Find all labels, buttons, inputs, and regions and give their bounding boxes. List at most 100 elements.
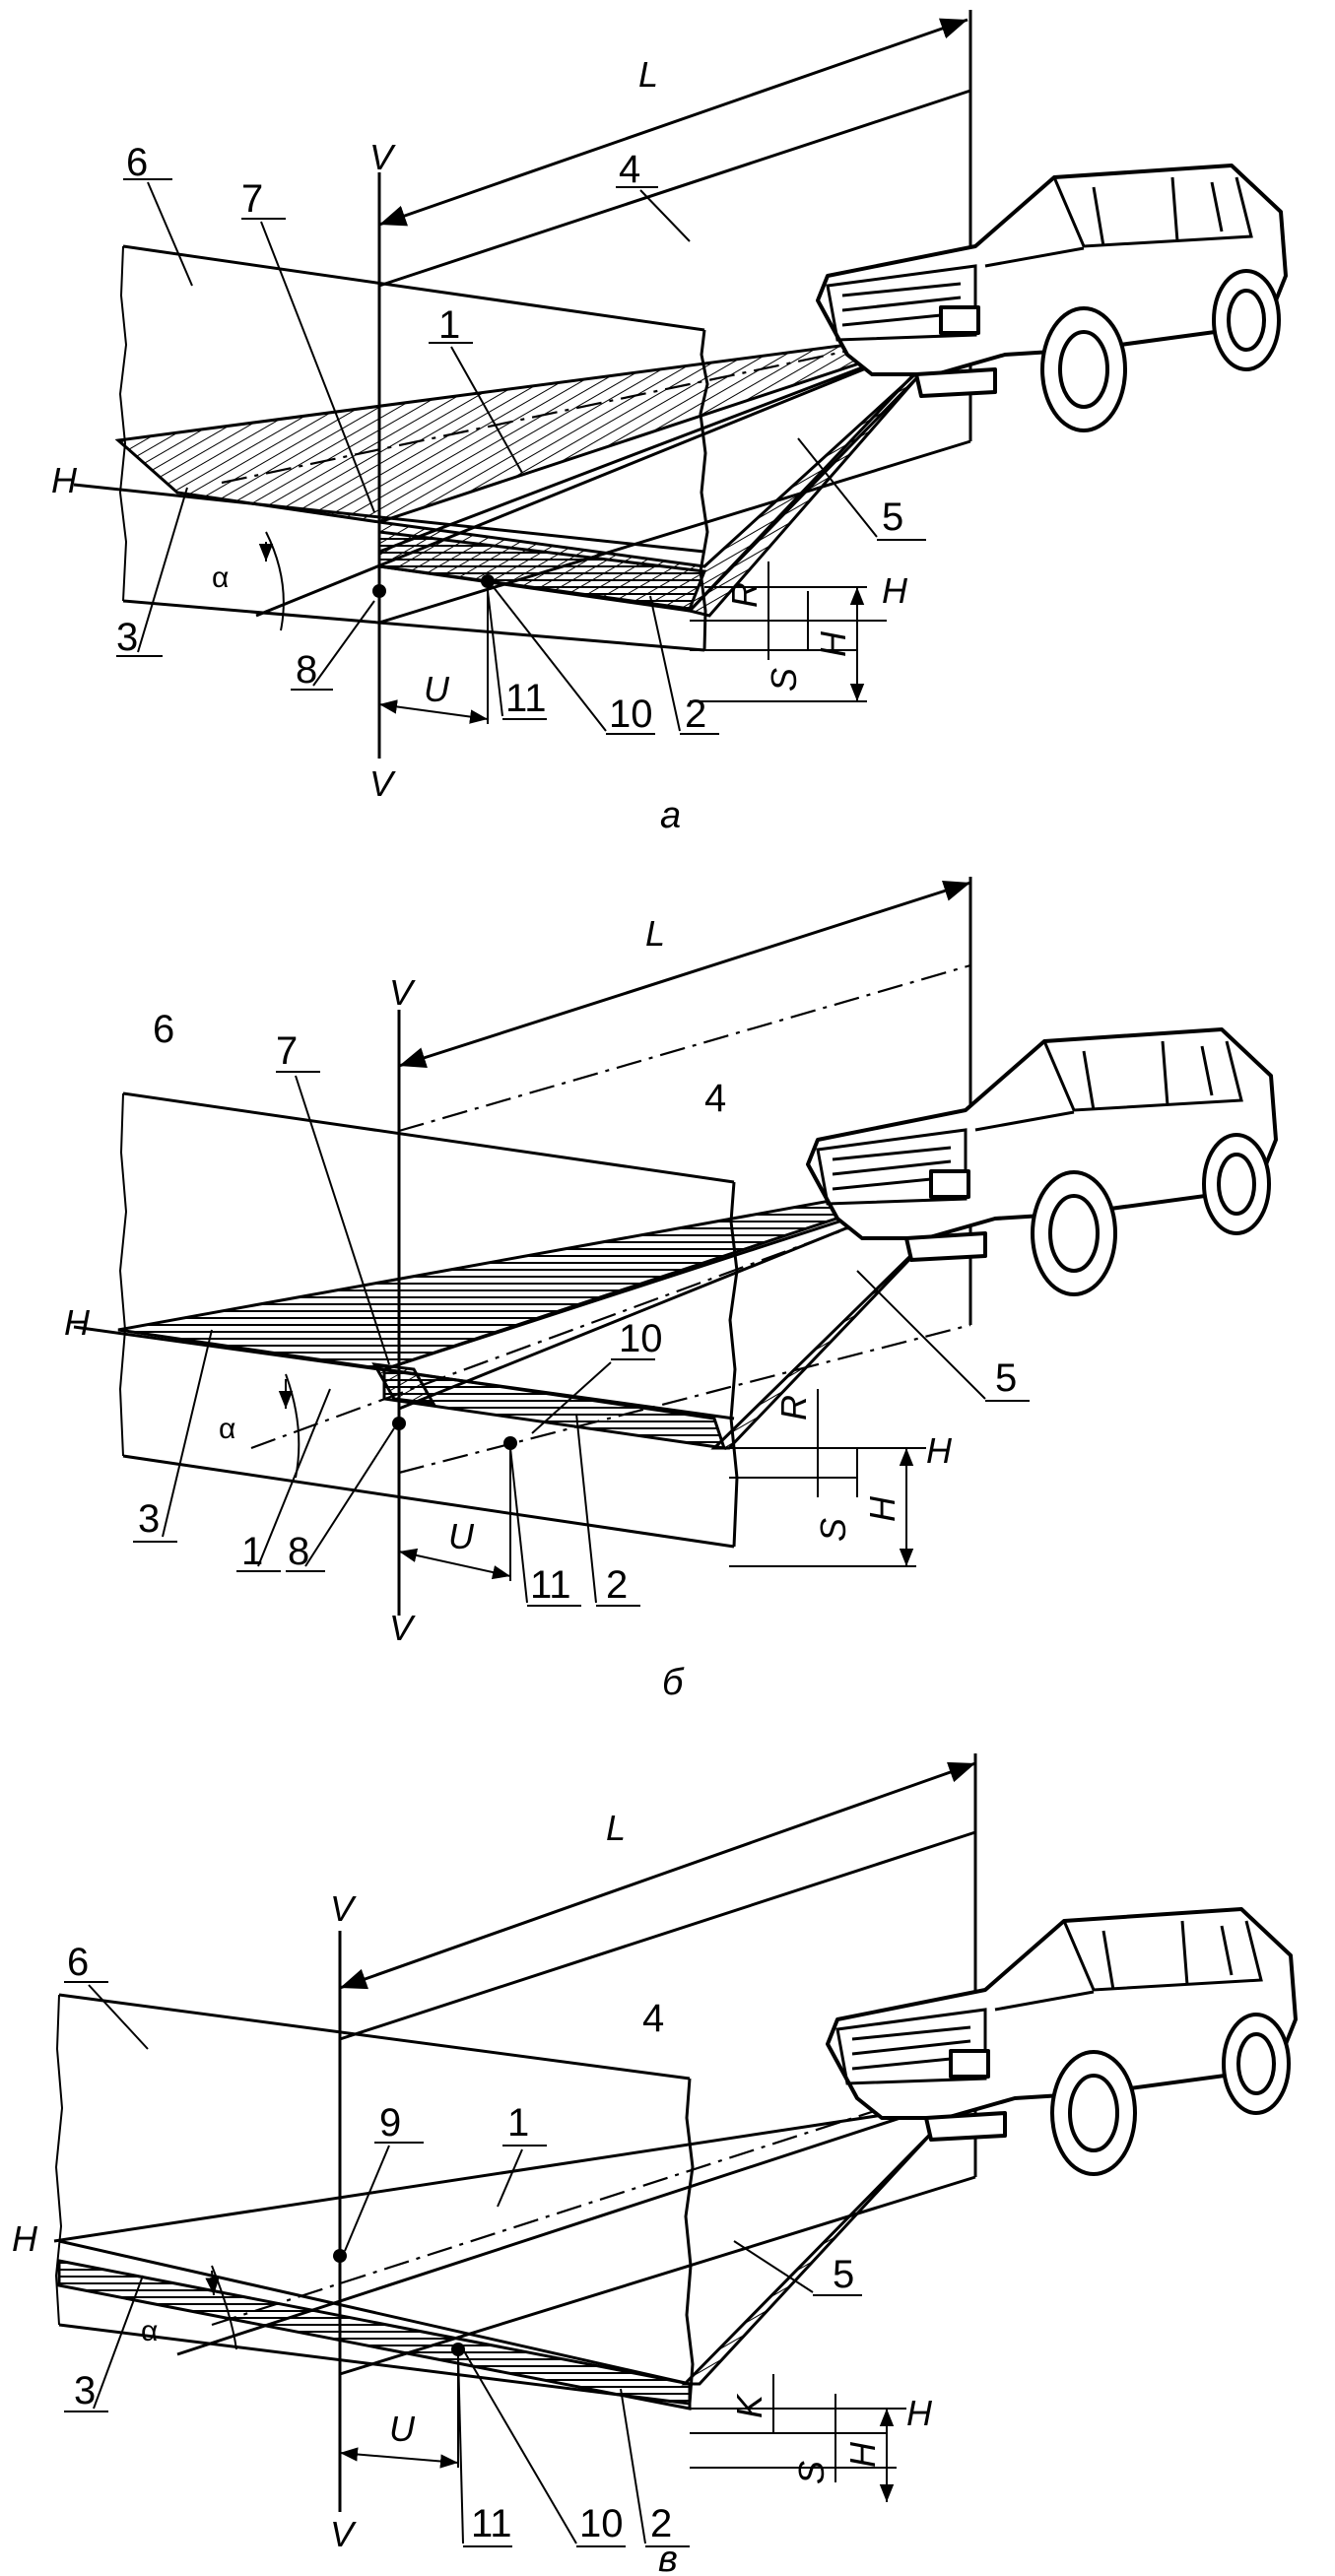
label-v-top: V: [369, 137, 396, 177]
car-c: [826, 1907, 1298, 2176]
point-9: [333, 2249, 347, 2263]
dimension-l-line: [398, 880, 971, 1069]
label-h-left: H: [51, 460, 78, 500]
beam-hatch: [114, 328, 962, 524]
label-h-left: H: [12, 2218, 38, 2259]
point-11: [503, 1436, 517, 1450]
point-8: [392, 1417, 406, 1430]
caption-a: а: [660, 795, 681, 836]
label-u: U: [448, 1516, 475, 1556]
dimension-u-line: [398, 1548, 511, 1580]
callout-11: 11: [530, 1563, 571, 1607]
dimension-l-line: [378, 18, 968, 227]
point-11: [481, 574, 495, 588]
label-l: L: [606, 1808, 626, 1848]
callout-1: 1: [438, 303, 460, 347]
road-edge-far: [339, 1830, 976, 2041]
dimension-u-line: [339, 2447, 459, 2469]
screen-6-break: [54, 1994, 64, 2326]
panel-b: 6 7 4 10 5 3 1 8 11 2 L V V H H U α R S …: [64, 877, 1278, 1703]
screen-6-break: [118, 1092, 128, 1457]
callout-10: 10: [619, 1317, 663, 1360]
h-line: [58, 2239, 691, 2386]
callout-9: 9: [379, 2101, 401, 2145]
callout-1: 1: [507, 2101, 529, 2145]
label-h-dim: H: [842, 2441, 883, 2468]
callout-11: 11: [505, 677, 547, 720]
callout-4: 4: [642, 1997, 664, 2040]
label-l: L: [638, 54, 658, 95]
label-alpha: α: [141, 2315, 158, 2347]
label-v-bottom: V: [369, 763, 396, 804]
axis-dashdot: [211, 2077, 976, 2327]
point-8: [372, 584, 386, 598]
callout-7: 7: [241, 177, 263, 221]
callout-1: 1: [241, 1530, 263, 1573]
label-v-bottom: V: [330, 2514, 357, 2554]
car-a: [816, 164, 1288, 432]
beam-line-2: [255, 328, 962, 618]
callout-10: 10: [609, 693, 653, 736]
label-h-right: H: [906, 2393, 933, 2433]
beam-kink: [371, 1362, 436, 1406]
label-h-left: H: [64, 1302, 91, 1343]
panel-a: 6 7 1 4 5 3 8 11 10 2 L V V H H U α R: [51, 10, 1288, 836]
alpha-arc: [211, 2265, 237, 2350]
panel-c: 6 4 9 1 5 3 11 10 2 L V V H H U α K S H …: [12, 1753, 1298, 2576]
caption-c: в: [658, 2539, 678, 2576]
dimension-l-line: [339, 1761, 976, 1990]
label-r: R: [773, 1395, 814, 1420]
callout-11: 11: [471, 2502, 512, 2545]
label-l: L: [645, 913, 665, 954]
label-s: S: [764, 668, 804, 692]
point-11: [451, 2343, 465, 2356]
car-b: [806, 1027, 1278, 1296]
callout-2: 2: [650, 2502, 672, 2545]
callout-3: 3: [74, 2369, 96, 2412]
label-h-dim: H: [813, 630, 853, 657]
label-s: S: [813, 1518, 853, 1542]
callout-2: 2: [606, 1563, 628, 1607]
label-k: K: [729, 2393, 769, 2418]
screen-6-panel: [58, 1993, 695, 2406]
road-edge-far: [398, 963, 971, 1133]
caption-b: б: [662, 1662, 685, 1703]
callout-8: 8: [296, 648, 317, 692]
label-v-bottom: V: [389, 1608, 416, 1648]
callout-5: 5: [882, 495, 903, 539]
label-h-right: H: [926, 1430, 953, 1471]
callout-3: 3: [116, 616, 138, 659]
callouts-c: 6 4 9 1 5 3 11 10 2: [64, 1941, 862, 2547]
road-edge-near: [398, 1323, 971, 1475]
callout-4: 4: [619, 148, 640, 191]
axis-dashdot: [250, 1185, 962, 1450]
beam-hatch: [117, 1175, 962, 1371]
callout-8: 8: [288, 1530, 309, 1573]
label-s: S: [791, 2461, 832, 2484]
label-v-top: V: [389, 972, 416, 1013]
callout-5: 5: [995, 1356, 1017, 1400]
label-r: R: [724, 582, 765, 608]
alpha-arc: [285, 1373, 300, 1479]
callouts-b: 6 7 4 10 5 3 1 8 11 2: [133, 1008, 1030, 1607]
label-h-right: H: [882, 570, 908, 611]
callout-6: 6: [153, 1008, 174, 1051]
label-u: U: [424, 669, 450, 709]
beam-side-hatch: [681, 2101, 963, 2386]
callout-10: 10: [579, 2502, 624, 2545]
label-alpha: α: [212, 561, 229, 594]
callout-2: 2: [685, 693, 706, 736]
beam-line-1: [53, 2101, 962, 2243]
callout-4: 4: [704, 1077, 726, 1120]
label-u: U: [389, 2409, 416, 2449]
alpha-arrow: [205, 2270, 220, 2296]
alpha-arc: [265, 531, 285, 631]
label-v-top: V: [330, 1888, 357, 1929]
callout-3: 3: [138, 1497, 160, 1541]
callout-6: 6: [126, 141, 148, 184]
label-h-dim: H: [862, 1495, 902, 1522]
callout-5: 5: [833, 2253, 854, 2296]
road-edge-far: [378, 89, 971, 288]
